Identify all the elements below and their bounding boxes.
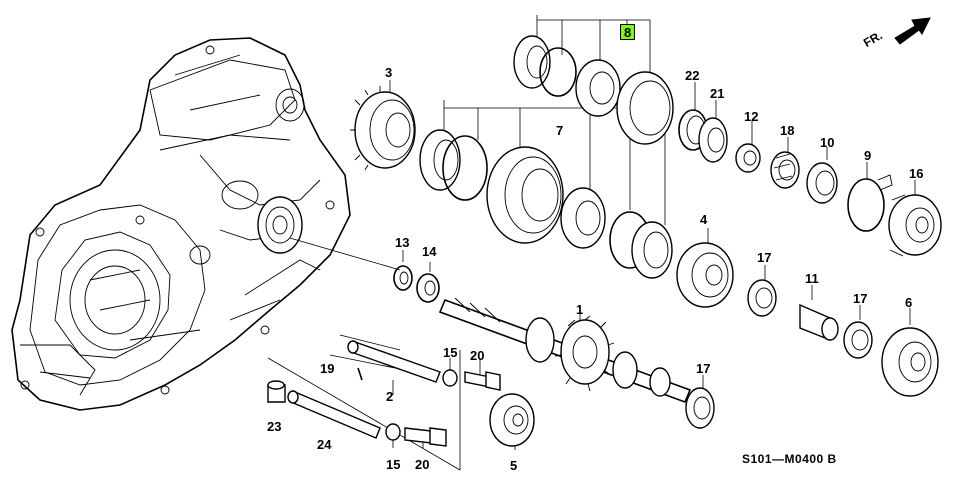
plate-9 [847, 174, 893, 232]
collar-12 [735, 143, 761, 173]
needle-bearing-17b [843, 321, 873, 359]
callout-3: 3 [385, 65, 393, 80]
callout-24: 24 [317, 437, 332, 452]
callout-10: 10 [820, 135, 835, 150]
callout-20-b: 20 [415, 457, 430, 472]
callout-4: 4 [700, 212, 708, 227]
synchro-set-7 [419, 129, 673, 279]
callout-22: 22 [685, 68, 700, 83]
transmission-housing [11, 37, 351, 411]
callout-17-b: 17 [853, 291, 868, 306]
washer-13 [393, 265, 413, 291]
leader-lines [267, 15, 916, 471]
bolt-20b [404, 427, 447, 447]
washer-15b [385, 423, 401, 441]
callout-7: 7 [556, 123, 564, 138]
callout-2: 2 [386, 389, 394, 404]
callout-6: 6 [905, 295, 913, 310]
drawing-code: S101—M0400 B [742, 452, 837, 466]
needle-bearing-18 [770, 151, 800, 189]
callout-20-a: 20 [470, 348, 485, 363]
callout-14: 14 [422, 244, 437, 259]
callout-5: 5 [510, 458, 518, 473]
callout-1: 1 [576, 302, 584, 317]
washer-14 [416, 273, 440, 303]
shaft-2 [347, 340, 441, 383]
callout-23: 23 [267, 419, 282, 434]
callout-12: 12 [744, 109, 759, 124]
mainshaft [438, 297, 692, 404]
collar-23 [267, 380, 286, 403]
front-arrow-icon [894, 17, 931, 45]
needle-bearing-17a [747, 279, 777, 317]
callout-15-b: 15 [386, 457, 401, 472]
bolt-20a [464, 371, 501, 391]
gear-21 [698, 117, 728, 163]
callout-16: 16 [909, 166, 924, 181]
callout-8: 8 [620, 24, 636, 40]
callout-9: 9 [864, 148, 872, 163]
gear-3 [350, 86, 416, 171]
callout-13: 13 [395, 235, 410, 250]
distance-collar-11 [799, 303, 839, 342]
gear-5 [489, 393, 535, 447]
callout-18: 18 [780, 123, 795, 138]
callout-17-c: 17 [696, 361, 711, 376]
synchro-set-8 [513, 35, 674, 145]
callout-15-a: 15 [443, 345, 458, 360]
callout-21: 21 [710, 86, 725, 101]
washer-15a [442, 369, 458, 387]
bearing-16 [888, 194, 942, 257]
needle-bearing-17c [685, 387, 715, 429]
pin-19 [357, 367, 363, 381]
callout-19: 19 [320, 361, 335, 376]
gear-4 [676, 242, 734, 308]
callout-17-a: 17 [757, 250, 772, 265]
gear-6 [881, 327, 939, 397]
shaft-24 [287, 390, 381, 439]
callout-11: 11 [805, 271, 819, 286]
bearing-10 [806, 162, 838, 204]
